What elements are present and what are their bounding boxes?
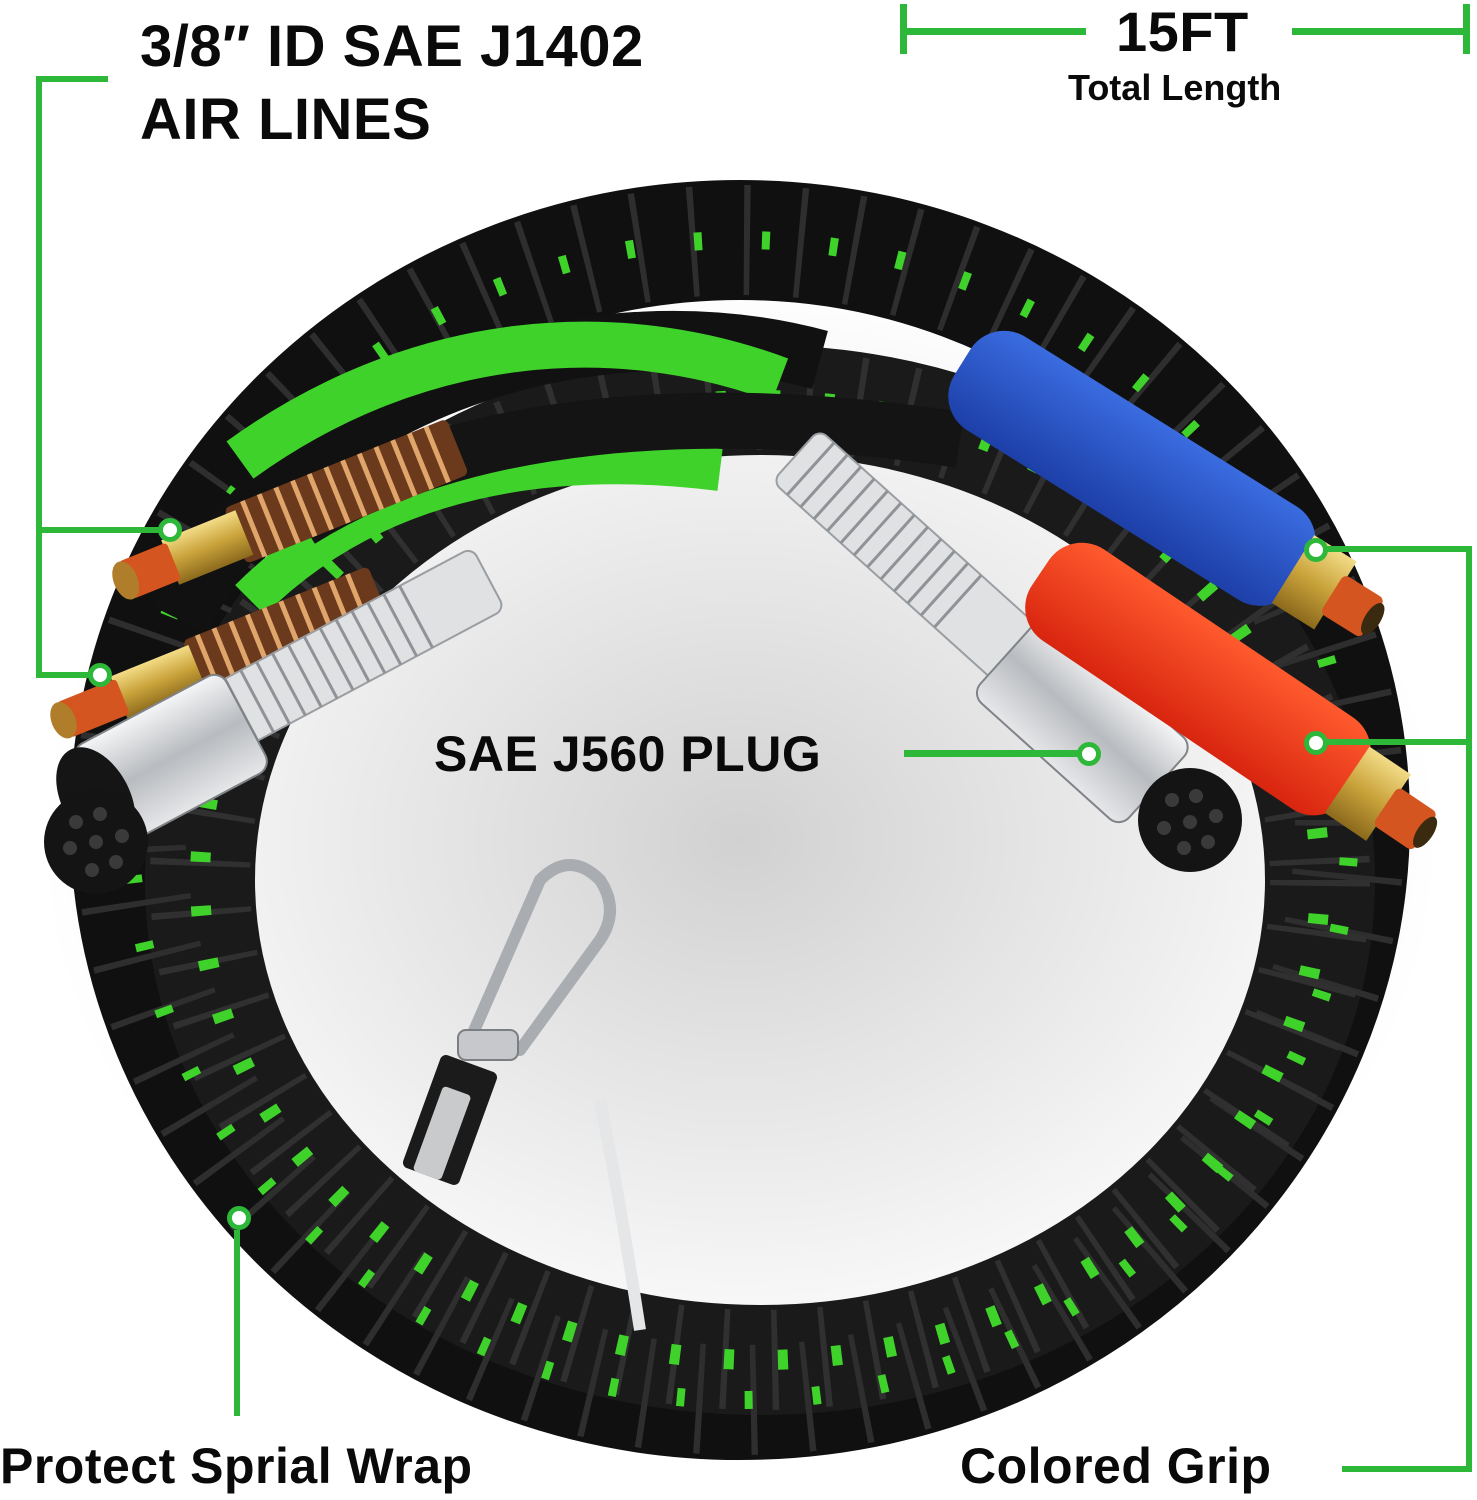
spiral-wrap-connector <box>234 1230 240 1416</box>
plug-connector <box>904 750 1084 757</box>
air-lines-connector-branch-1 <box>36 527 164 533</box>
air-lines-connector-vertical <box>36 76 42 678</box>
grip-connector-red <box>1326 739 1472 745</box>
length-bracket-right-bar <box>1292 28 1470 35</box>
grip-marker-blue <box>1304 538 1328 562</box>
plug-pin-face-right <box>1138 768 1242 872</box>
air-lines-marker-2 <box>88 663 112 687</box>
blue-grip <box>948 330 1385 637</box>
length-caption: Total Length <box>1068 67 1282 108</box>
spiral-wrap-marker <box>227 1206 251 1230</box>
air-lines-connector-top <box>36 76 108 82</box>
j560-plug-right <box>775 432 1189 824</box>
air-lines-connector-branch-2 <box>36 672 92 678</box>
length-bracket-right-tick <box>1463 4 1470 54</box>
spiral-wrap-label: Protect Sprial Wrap <box>0 1438 473 1494</box>
cable-tie <box>594 1098 646 1331</box>
grip-connector-blue <box>1326 546 1472 552</box>
plug-marker <box>1077 742 1101 766</box>
air-lines-marker-1 <box>158 518 182 542</box>
plug-label: SAE J560 PLUG <box>434 726 822 782</box>
plug-pin-face-left <box>44 790 148 894</box>
grip-label: Colored Grip <box>960 1438 1272 1494</box>
length-bracket-left-bar <box>900 28 1086 35</box>
carabiner-clip <box>402 859 616 1185</box>
air-fitting-upper <box>112 420 468 600</box>
length-value: 15FT <box>1116 0 1249 63</box>
grip-marker-red <box>1304 731 1328 755</box>
grip-connector-vertical <box>1466 546 1472 1472</box>
air-lines-label-line2: AIR LINES <box>140 87 432 152</box>
red-grip <box>1025 542 1438 850</box>
grip-connector-bottom <box>1342 1466 1472 1472</box>
air-lines-label-line1: 3/8″ ID SAE J1402 <box>140 14 644 79</box>
